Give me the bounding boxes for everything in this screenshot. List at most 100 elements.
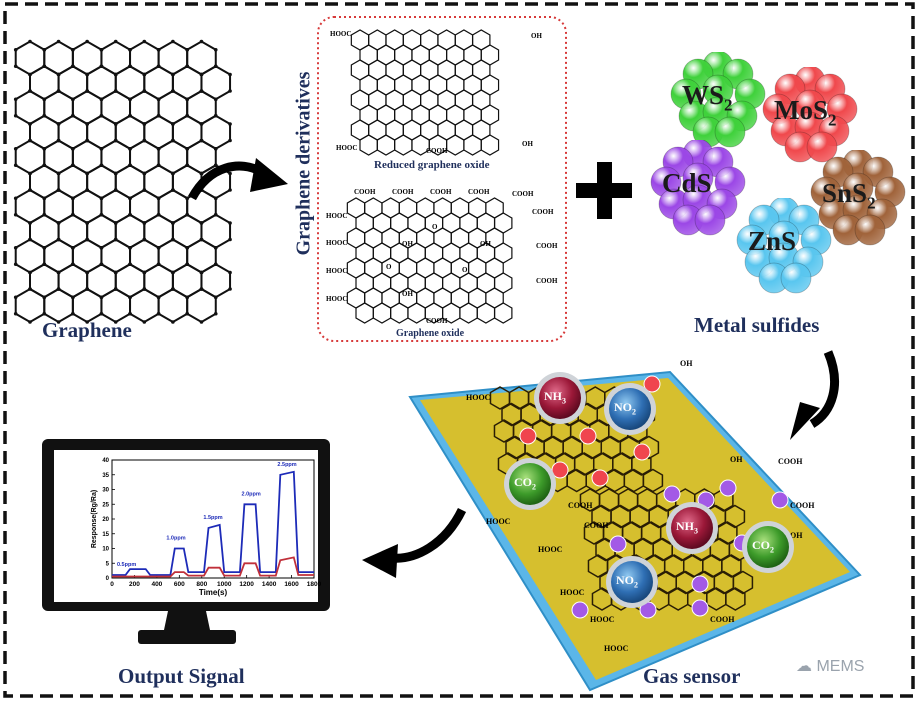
sensor-hooc-6: HOOC xyxy=(604,644,629,653)
rgo-hooc-bottom: HOOC xyxy=(336,144,357,152)
sensor-oh-1: OH xyxy=(680,359,693,368)
watermark: ☁ MEMS xyxy=(796,656,864,676)
rgo-lattice xyxy=(350,29,500,156)
wechat-icon: ☁ xyxy=(796,658,812,675)
sensor-dot xyxy=(551,461,569,479)
cluster-mos2 xyxy=(762,67,858,163)
sensor-cooh-5: COOH xyxy=(710,615,735,624)
y-tick-label: 30 xyxy=(102,488,109,494)
go-cooh-8: COOH xyxy=(536,277,558,285)
sensor-cooh-1: COOH xyxy=(568,501,593,510)
x-tick-label: 800 xyxy=(196,581,207,588)
go-o-1: O xyxy=(432,223,438,231)
x-tick-label: 1400 xyxy=(262,581,277,588)
y-axis-label: Response(Rg/Ra) xyxy=(91,490,98,548)
sensor-hooc-5: HOOC xyxy=(590,615,615,624)
sensor-dot xyxy=(691,575,709,593)
go-cooh-3: COOH xyxy=(430,188,452,196)
cluster-sns2 xyxy=(810,150,906,246)
rgo-oh-bottom: OH xyxy=(522,140,533,148)
rgo-oh-top: OH xyxy=(531,32,542,40)
sensor-cooh-3: COOH xyxy=(778,457,803,466)
arrow-left-icon xyxy=(391,507,467,563)
sensor-dots xyxy=(519,375,789,619)
go-o-2: O xyxy=(386,263,392,271)
cluster-label-mos2: MoS2 xyxy=(774,95,837,130)
metal-sulfides-label: Metal sulfides xyxy=(694,313,820,337)
go-cooh-1: COOH xyxy=(354,188,376,196)
monitor-neck xyxy=(164,611,210,630)
x-axis-label: Time(s) xyxy=(199,588,228,597)
gas-co2-label-2: CO2 xyxy=(752,538,774,555)
gas-no2-2 xyxy=(606,556,658,608)
gas-no2-1 xyxy=(604,383,656,435)
sensor-cooh-4: COOH xyxy=(790,501,815,510)
go-hooc-1: HOOC xyxy=(326,212,347,220)
sensor-dot xyxy=(571,601,589,619)
sensor-oh-2: OH xyxy=(730,455,743,464)
arrow-right-head xyxy=(250,158,288,192)
sensor-hooc-3: HOOC xyxy=(538,545,563,554)
go-lattice xyxy=(346,197,513,324)
rgo-label: Reduced graphene oxide xyxy=(374,159,490,171)
sensor-dot xyxy=(579,427,597,445)
gas-nh3-label-1: NH3 xyxy=(544,389,566,406)
x-tick-label: 1000 xyxy=(217,581,232,588)
cluster-cds xyxy=(650,140,746,236)
go-hooc-2: HOOC xyxy=(326,239,347,247)
graphene-lattice xyxy=(13,39,232,324)
watermark-text: MEMS xyxy=(816,658,865,675)
graphene-label: Graphene xyxy=(42,318,132,342)
sensor-oh-3: OH xyxy=(790,531,803,540)
go-hooc-3: HOOC xyxy=(326,267,347,275)
rgo-hooc-top: HOOC xyxy=(330,30,351,38)
annotation-label: 2.5ppm xyxy=(277,462,296,468)
y-tick-label: 15 xyxy=(102,532,109,538)
gas-co2-1 xyxy=(504,458,556,510)
gas-sensor-label: Gas sensor xyxy=(643,664,741,688)
go-cooh-7: COOH xyxy=(536,242,558,250)
x-tick-label: 1800 xyxy=(307,581,322,588)
x-tick-label: 1200 xyxy=(239,581,254,588)
go-oh-3: OH xyxy=(402,290,413,298)
series-line-2 xyxy=(112,556,314,578)
go-cooh-2: COOH xyxy=(392,188,414,196)
sensor-hooc-1: HOOC xyxy=(466,393,491,402)
cluster-label-sns2: SnS2 xyxy=(822,178,876,213)
y-tick-label: 25 xyxy=(102,502,109,508)
go-oh-2: OH xyxy=(480,240,491,248)
sensor-dot xyxy=(609,535,627,553)
gas-no2-label-1: NO2 xyxy=(614,400,636,417)
rgo-cooh-bottom: COOH xyxy=(426,147,448,155)
y-tick-label: 20 xyxy=(102,517,109,523)
gas-co2-2 xyxy=(742,521,794,573)
sensor-dot xyxy=(633,443,651,461)
annotation-label: 2.0ppm xyxy=(242,491,261,497)
y-tick-label: 0 xyxy=(106,576,110,582)
cluster-ws2 xyxy=(670,52,766,148)
gas-no2-label-2: NO2 xyxy=(616,573,638,590)
cluster-label-zns: ZnS xyxy=(748,226,797,256)
gas-nh3-1 xyxy=(534,372,586,424)
cluster-zns xyxy=(736,198,832,294)
gas-nh3-label-2: NH3 xyxy=(676,519,698,536)
go-oh-1: OH xyxy=(402,240,413,248)
sensor-dot xyxy=(591,469,609,487)
output-signal-label: Output Signal xyxy=(118,664,245,688)
arrow-down-head xyxy=(790,402,820,440)
x-tick-label: 0 xyxy=(110,581,114,588)
derivatives-box xyxy=(317,16,567,342)
sensor-hooc-4: HOOC xyxy=(560,588,585,597)
arrow-left-head xyxy=(362,544,398,578)
y-tick-label: 10 xyxy=(102,547,109,553)
derivatives-label: Graphene derivatives xyxy=(292,71,315,256)
go-hooc-4: HOOC xyxy=(326,295,347,303)
monitor-stand xyxy=(138,630,236,644)
y-tick-label: 40 xyxy=(102,458,109,464)
x-tick-label: 600 xyxy=(174,581,185,588)
x-tick-label: 1600 xyxy=(284,581,299,588)
gas-nh3-2 xyxy=(666,502,718,554)
sensor-cooh-2: COOH xyxy=(584,521,609,530)
